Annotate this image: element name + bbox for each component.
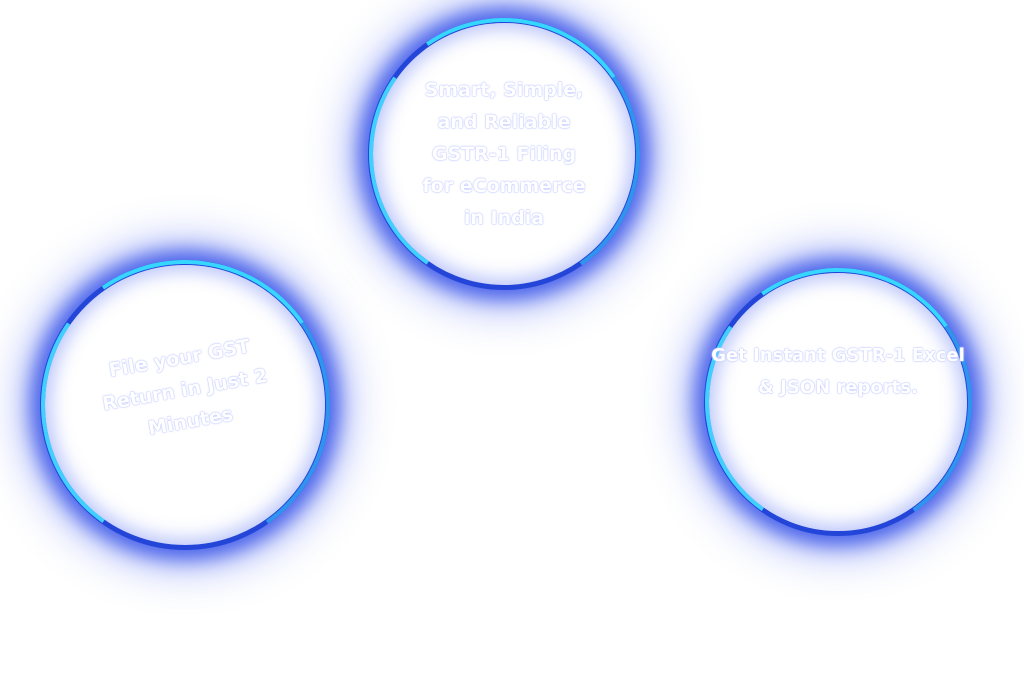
feature-circle-quick-return: File your GST Return in Just 2 Minutes (40, 260, 330, 550)
feature-circle-reports: Get Instant GSTR-1 Excel & JSON reports. (704, 268, 972, 536)
circle-caption: File your GST Return in Just 2 Minutes (100, 335, 270, 440)
circle-caption: Get Instant GSTR-1 Excel & JSON reports. (711, 345, 965, 398)
circle-caption: Smart, Simple, and Reliable GSTR-1 Filin… (422, 79, 586, 229)
feature-circle-gstr1-filing: Smart, Simple, and Reliable GSTR-1 Filin… (368, 18, 640, 290)
